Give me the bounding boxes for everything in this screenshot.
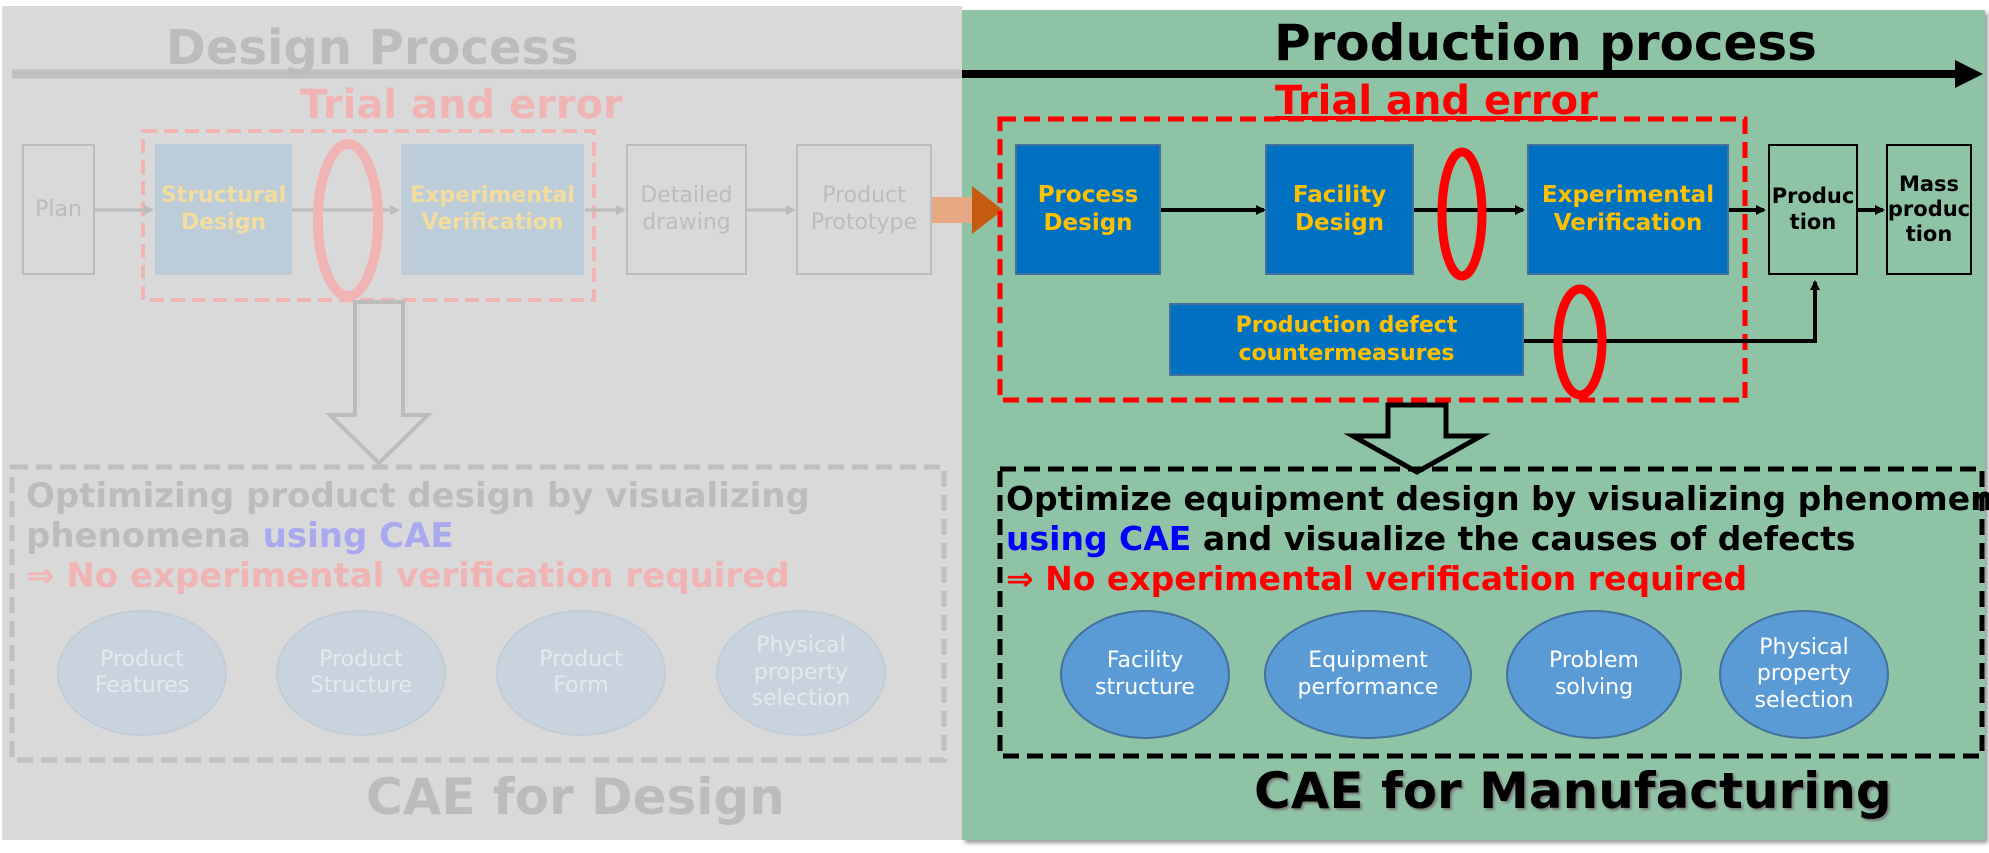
- facility-structure-label: Facility structure: [1095, 648, 1195, 700]
- design-ellipse-4-label: Physical property selection: [751, 633, 851, 712]
- design-process-title: Design Process: [166, 20, 579, 76]
- facility-cycle-icon: [1437, 147, 1487, 281]
- facility-design-label: Facility Design: [1292, 181, 1387, 236]
- design-cae-box: [9, 464, 947, 763]
- design-cae-line3: ⇒ No experimental verification required: [26, 556, 790, 596]
- equipment-performance-label: Equipment performance: [1297, 648, 1439, 700]
- design-cae-text: Optimizing product design by visualizing…: [26, 476, 936, 596]
- production-cae-line2: using CAE and visualize the causes of de…: [1006, 519, 1981, 559]
- physical-property-label: Physical property selection: [1754, 634, 1854, 713]
- design-cycle-icon: [313, 139, 383, 301]
- plan-label: Plan: [35, 197, 82, 222]
- design-experimental-label: Experimental Verification: [410, 183, 575, 235]
- structural-design-box: Structural Design: [155, 144, 292, 275]
- design-experimental-box: Experimental Verification: [401, 144, 584, 275]
- design-cae-line2: phenomena using CAE: [26, 516, 936, 556]
- structural-design-label: Structural Design: [160, 183, 287, 235]
- facility-design-box: Facility Design: [1265, 144, 1414, 275]
- production-footer: CAE for Manufacturing: [1254, 762, 1892, 820]
- design-cae-highlight: using CAE: [262, 516, 454, 556]
- production-box: Produc tion: [1768, 144, 1858, 275]
- problem-solving-label: Problem solving: [1549, 648, 1639, 700]
- design-footer: CAE for Design: [366, 768, 785, 826]
- production-label: Produc tion: [1771, 184, 1855, 234]
- mass-production-label: Mass produc tion: [1887, 171, 1971, 247]
- production-cae-text: Optimize equipment design by visualizing…: [1006, 479, 1989, 599]
- design-ellipse-4: Physical property selection: [716, 610, 886, 736]
- production-process-title: Production process: [1274, 14, 1817, 72]
- design-ellipse-1-label: Product Features: [94, 646, 190, 698]
- mass-production-box: Mass produc tion: [1886, 144, 1972, 275]
- production-down-arrow: [1343, 402, 1491, 475]
- design-ellipse-2-label: Product Structure: [309, 646, 413, 698]
- production-experimental-box: Experimental Verification: [1527, 144, 1729, 275]
- defect-countermeasures-box: Production defect countermeasures: [1169, 303, 1524, 376]
- production-cae-box: [997, 466, 1985, 759]
- design-ellipse-3-label: Product Form: [539, 646, 623, 698]
- production-trial-box: [997, 116, 1748, 403]
- design-cae-line1: Optimizing product design by visualizing: [26, 476, 810, 516]
- design-ellipse-2: Product Structure: [276, 610, 446, 736]
- production-timeline-arrowhead: [1955, 60, 1983, 88]
- design-cae-line2-prefix: phenomena: [26, 516, 263, 556]
- process-design-label: Process Design: [1037, 181, 1139, 236]
- production-cae-line2-rest: and visualize the causes of defects: [1191, 519, 1856, 558]
- detailed-drawing-box: Detailed drawing: [626, 144, 747, 275]
- design-down-arrow: [325, 300, 433, 466]
- production-cae-line3: ⇒ No experimental verification required: [1006, 559, 1748, 598]
- plan-box: Plan: [22, 144, 95, 275]
- production-cae-highlight: using CAE: [1006, 519, 1192, 558]
- equipment-performance-ellipse: Equipment performance: [1264, 610, 1472, 739]
- defect-cycle-icon: [1553, 284, 1607, 400]
- defect-countermeasures-label: Production defect countermeasures: [1235, 313, 1458, 366]
- production-cae-line1: Optimize equipment design by visualizing…: [1006, 479, 1989, 518]
- facility-structure-ellipse: Facility structure: [1060, 610, 1230, 739]
- production-trial-label: Trial and error: [1275, 78, 1598, 124]
- process-design-box: Process Design: [1015, 144, 1161, 275]
- problem-solving-ellipse: Problem solving: [1506, 610, 1682, 739]
- detailed-drawing-label: Detailed drawing: [640, 183, 733, 235]
- product-prototype-label: Product Prototype: [810, 183, 918, 235]
- physical-property-ellipse: Physical property selection: [1719, 610, 1889, 739]
- design-trial-label: Trial and error: [300, 82, 623, 128]
- design-ellipse-1: Product Features: [57, 610, 227, 736]
- production-experimental-label: Experimental Verification: [1541, 181, 1715, 236]
- product-prototype-box: Product Prototype: [796, 144, 932, 275]
- design-ellipse-3: Product Form: [496, 610, 666, 736]
